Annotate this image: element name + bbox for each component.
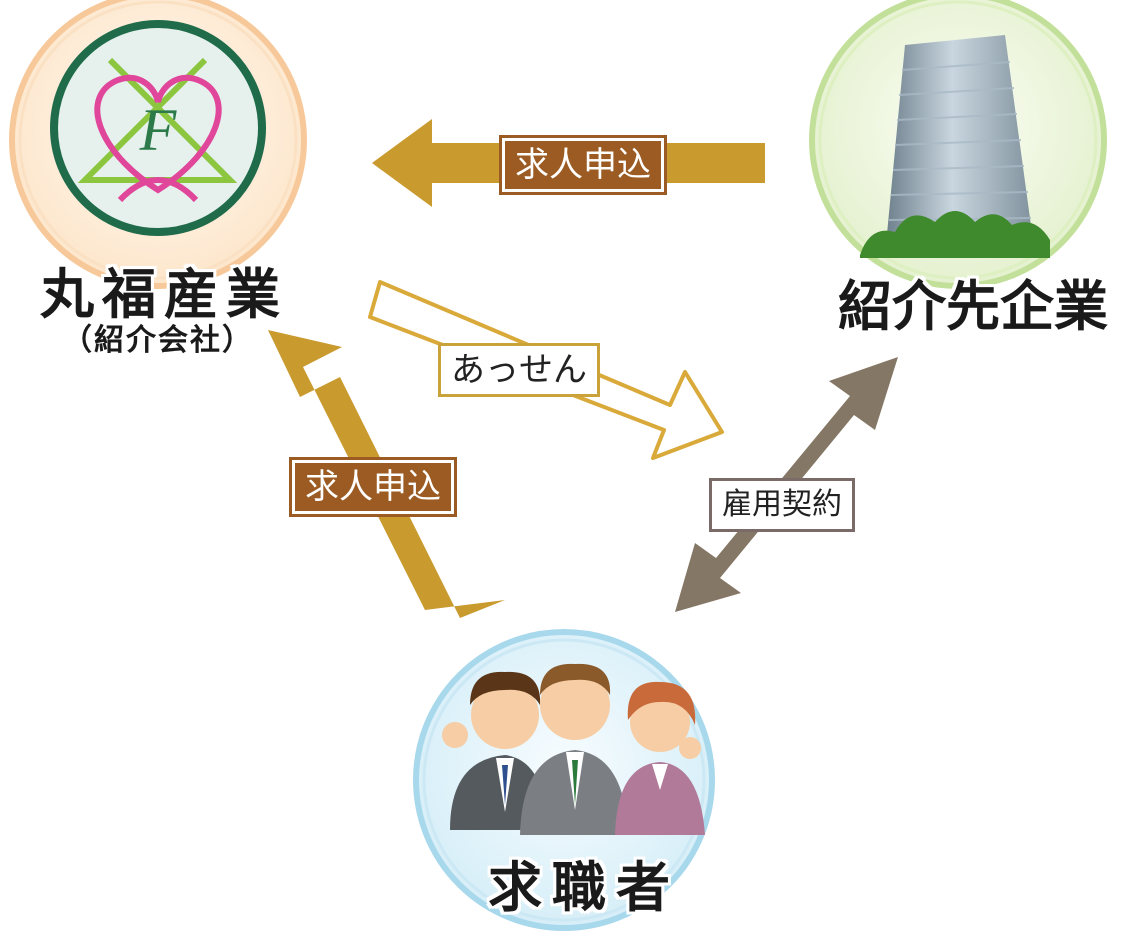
label-company-application: 求人申込: [499, 135, 667, 195]
node-jobseeker: [413, 629, 715, 931]
logo-letter: F: [139, 97, 178, 163]
building-icon: [860, 35, 1050, 258]
node-marufuku: F: [9, 0, 307, 289]
marufuku-logo: F: [50, 20, 266, 236]
marufuku-subtitle: （紹介会社）: [62, 323, 254, 358]
node-company: [809, 0, 1107, 289]
jobseeker-title: 求職者: [488, 856, 680, 919]
company-title: 紹介先企業: [838, 275, 1108, 338]
label-employment-contract: 雇用契約: [709, 478, 855, 532]
people-icon: [442, 663, 705, 835]
marufuku-title: 丸福産業: [40, 263, 288, 326]
label-jobseeker-application: 求人申込: [289, 457, 457, 517]
label-mediation: あっせん: [438, 343, 600, 397]
